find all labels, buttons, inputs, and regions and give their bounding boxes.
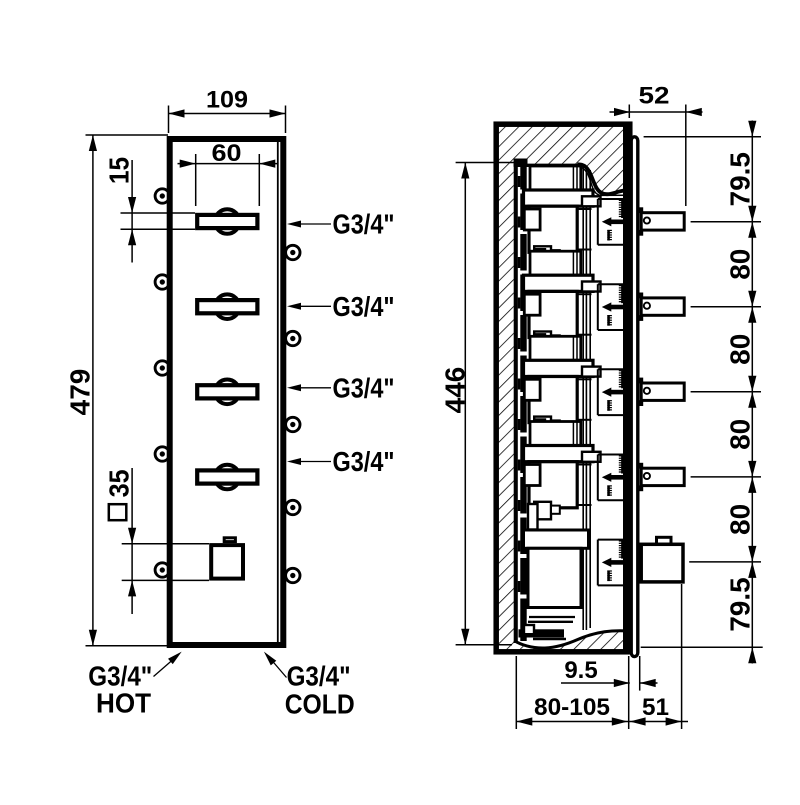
- svg-text:109: 109: [206, 86, 248, 113]
- svg-text:G3/4": G3/4": [333, 209, 395, 240]
- svg-text:G3/4": G3/4": [287, 660, 351, 691]
- svg-text:80: 80: [725, 249, 756, 280]
- svg-text:G3/4": G3/4": [333, 291, 395, 322]
- svg-text:52: 52: [639, 83, 670, 110]
- svg-text:80: 80: [725, 504, 756, 535]
- svg-text:80: 80: [725, 419, 756, 450]
- svg-text:15: 15: [104, 157, 135, 184]
- svg-text:446: 446: [440, 367, 471, 414]
- svg-text:35: 35: [103, 469, 134, 497]
- svg-text:79.5: 79.5: [725, 152, 756, 207]
- svg-text:G3/4": G3/4": [333, 446, 395, 477]
- svg-text:HOT: HOT: [96, 688, 151, 719]
- svg-text:479: 479: [65, 369, 96, 416]
- svg-text:9.5: 9.5: [564, 657, 597, 684]
- svg-text:G3/4": G3/4": [88, 660, 152, 691]
- svg-text:COLD: COLD: [285, 689, 355, 720]
- svg-text:79.5: 79.5: [725, 577, 756, 632]
- svg-text:80-105: 80-105: [534, 694, 610, 721]
- svg-text:51: 51: [642, 694, 669, 721]
- svg-text:G3/4": G3/4": [333, 373, 395, 404]
- svg-text:60: 60: [212, 140, 242, 167]
- svg-text:80: 80: [725, 334, 756, 365]
